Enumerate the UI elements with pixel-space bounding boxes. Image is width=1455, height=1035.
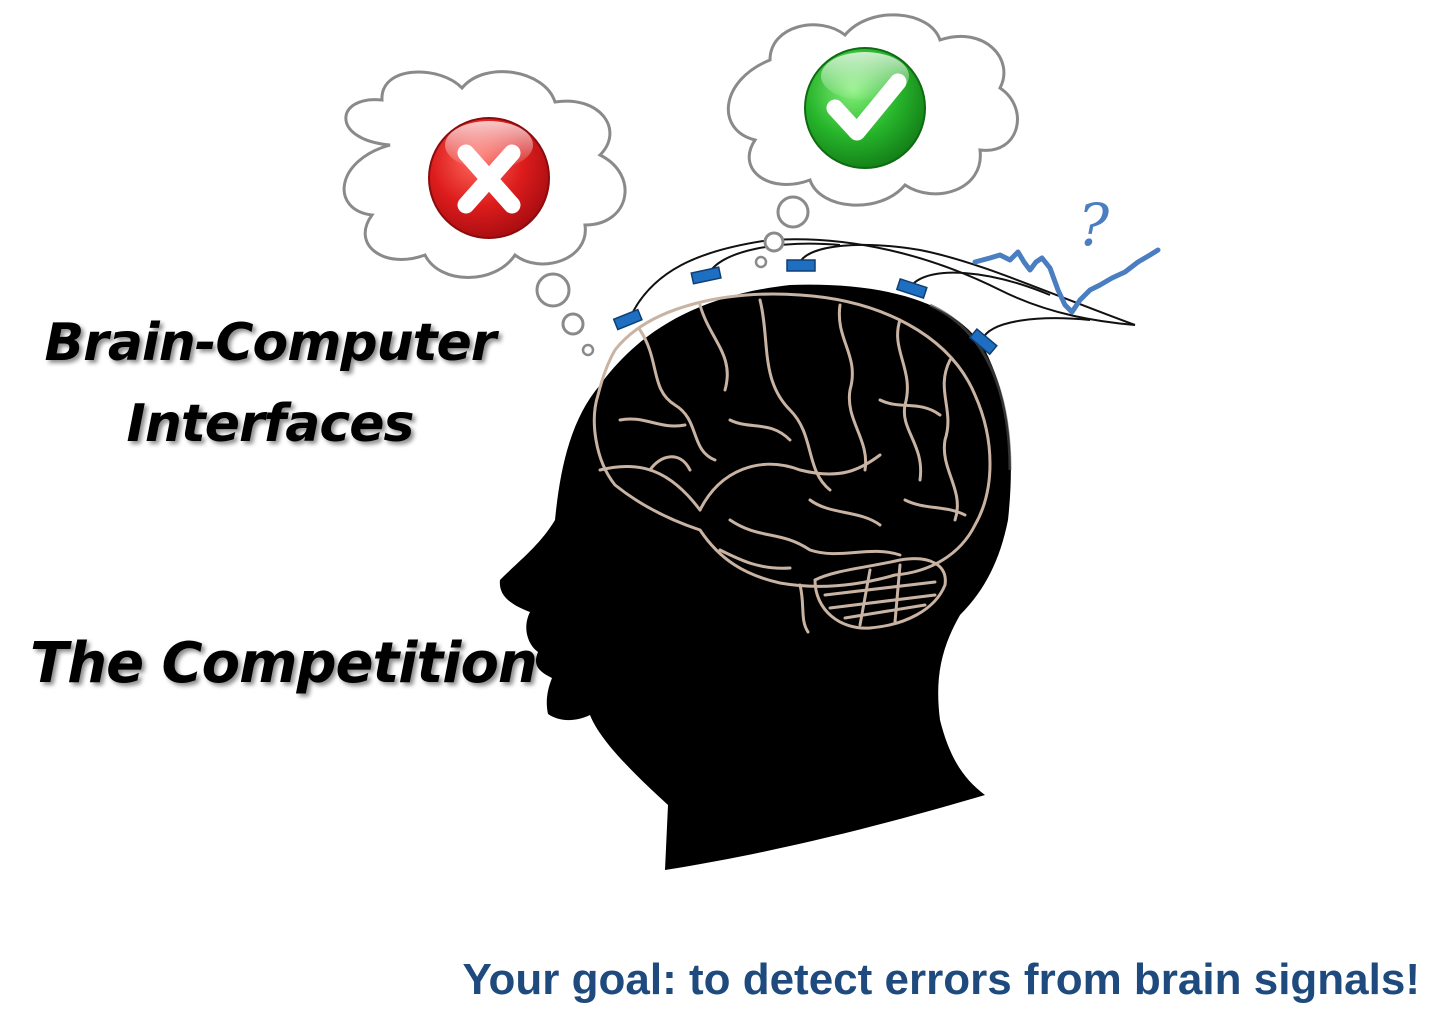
goal-caption: Your goal: to detect errors from brain s… [462,955,1420,1004]
title-line-2: Interfaces [126,394,415,454]
brain-drawing [592,292,992,634]
electrodes [612,259,998,356]
x-mark-icon [428,117,550,239]
electrode [690,266,722,285]
signal-question-mark: ? [1078,191,1110,259]
correct-thought-cloud [726,13,1019,269]
electrode [968,327,998,356]
electrode [612,308,643,331]
subtitle: The Competition [30,631,538,696]
head-silhouette [499,284,1012,870]
check-mark-icon [804,47,926,169]
electrode [895,277,928,299]
brain-signal-wave: ? [972,191,1161,315]
electrode [786,259,816,272]
error-thought-cloud [342,70,627,357]
title-line-1: Brain-Computer [44,313,497,373]
electrode-wires [627,238,1136,341]
